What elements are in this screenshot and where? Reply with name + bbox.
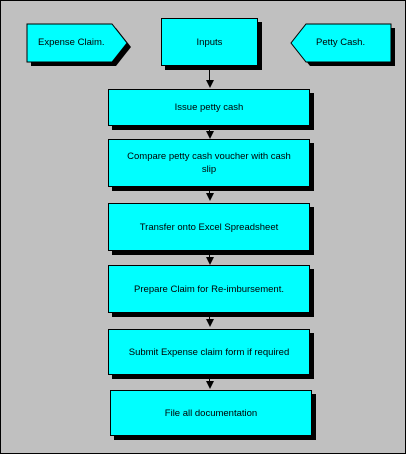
connector-line [209,251,210,257]
petty-cash-arrow [290,23,395,66]
expense-claim-arrow [26,23,131,66]
step-label: Transfer onto Excel Spreadsheet [139,221,279,233]
inputs-box: Inputs [161,18,258,66]
connector-line [209,313,210,319]
step-label: Compare petty cash voucher with cash sli… [127,151,291,175]
step-transfer-excel: Transfer onto Excel Spreadsheet [108,203,310,251]
connector-arrowhead [206,80,214,88]
connector-line [209,66,210,80]
step-issue-petty-cash: Issue petty cash [108,89,310,126]
connector-line [209,375,210,381]
connector-arrowhead [206,381,214,389]
connector-arrowhead [206,131,214,139]
step-compare-voucher: Compare petty cash voucher with cash sli… [108,139,310,187]
connector-arrowhead [206,257,214,265]
connector-line [209,126,210,131]
step-file-documentation: File all documentation [110,390,312,436]
expense-claim-label: Expense Claim. [38,37,105,48]
step-label: Submit Expense claim form if required [128,346,290,358]
connector-arrowhead [206,319,214,327]
inputs-label: Inputs [196,36,223,48]
connector-line [209,187,210,193]
step-label: Prepare Claim for Re-imbursement. [134,283,284,295]
petty-cash-label: Petty Cash. [316,37,366,48]
step-label: Issue petty cash [174,102,244,113]
step-prepare-claim: Prepare Claim for Re-imbursement. [108,265,310,313]
step-submit-expense-claim: Submit Expense claim form if required [108,329,310,375]
connector-arrowhead [206,193,214,201]
step-label: File all documentation [164,407,258,419]
